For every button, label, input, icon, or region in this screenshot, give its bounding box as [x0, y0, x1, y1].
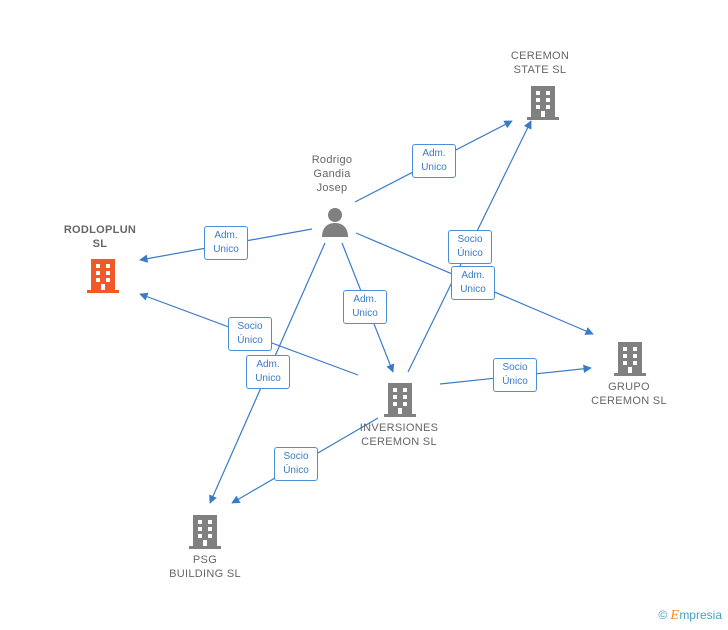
edge-label-rodrigo-ceremon-state: Adm. Unico — [412, 144, 456, 178]
building-icon — [527, 86, 559, 120]
node-label-grupo-ceremon[interactable]: GRUPO CEREMON SL — [591, 381, 667, 407]
building-icon — [189, 515, 221, 549]
edge-label-rodrigo-rodloplun: Adm. Unico — [204, 226, 248, 260]
edge-label-rodrigo-psg: Adm. Unico — [246, 355, 290, 389]
brand-logo-letter: E — [670, 608, 680, 622]
edge-label-inversiones-rodloplun: Socio Único — [228, 317, 272, 351]
building-icon-main — [87, 259, 119, 293]
edge-label-rodrigo-inversiones: Adm. Unico — [343, 290, 387, 324]
node-label-rodloplun[interactable]: RODLOPLUN SL — [63, 224, 137, 250]
building-icon — [384, 383, 416, 417]
edge-label-inversiones-psg: Socio Único — [274, 447, 318, 481]
copyright-symbol: © — [658, 608, 668, 622]
node-label-rodrigo[interactable]: Rodrigo Gandia Josep — [311, 154, 353, 194]
edge-label-inversiones-ceremon-state: Socio Único — [448, 230, 492, 264]
node-label-psg[interactable]: PSG BUILDING SL — [169, 554, 241, 580]
brand-footer: © Empresia — [658, 608, 722, 622]
building-icon — [614, 342, 646, 376]
node-label-inversiones[interactable]: INVERSIONES CEREMON SL — [359, 422, 439, 448]
node-label-ceremon-state[interactable]: CEREMON STATE SL — [510, 50, 570, 76]
brand-name: mpresia — [679, 608, 722, 622]
edge-label-inversiones-grupo-ceremon: Socio Único — [493, 358, 537, 392]
person-icon — [322, 208, 348, 237]
edge-label-rodrigo-grupo-ceremon: Adm. Unico — [451, 266, 495, 300]
